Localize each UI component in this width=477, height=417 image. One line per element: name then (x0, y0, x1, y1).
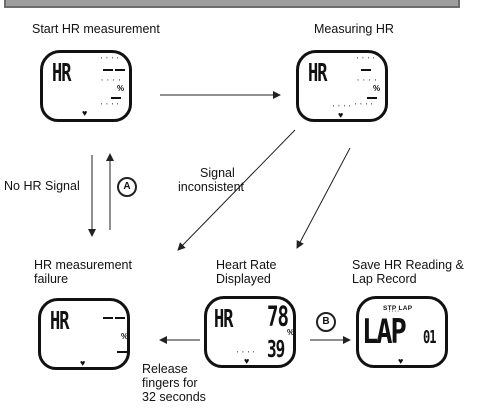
arrow-measuring-to-failure (177, 129, 296, 251)
blink-marks-top: ' ' ' ' (101, 57, 120, 64)
heart-icon: ♥ (82, 108, 88, 118)
screen-measuring: HR ' ' ' ' , , , , % ' ' ' ' ' ' ' ' ♥ (296, 50, 388, 122)
dash-segment (111, 97, 121, 99)
header-bar (4, 0, 460, 8)
pulse-marks: ' ' ' ' (333, 105, 352, 112)
label-release-1: Release (142, 362, 188, 376)
badge-b: B (316, 312, 336, 332)
label-inconsistent-2: inconsistent (178, 180, 245, 194)
label-no-signal: No HR Signal (4, 179, 80, 193)
percent-sign: % (117, 84, 125, 93)
heart-icon: ♥ (244, 356, 250, 366)
label-save-2: Lap Record (352, 272, 417, 286)
blink-marks-mid: , , , , (357, 75, 378, 82)
stp-lap-header: STP LAP (383, 305, 413, 312)
hr-indicator: HR (50, 307, 70, 336)
blink-marks-mid: , , , , (101, 75, 122, 82)
label-release-2: fingers for (142, 376, 198, 390)
header-marks: ' ' ' ' (389, 311, 399, 317)
heart-rate-value: 78 (267, 301, 289, 333)
lap-text: LAP (362, 313, 407, 352)
dash-segment (103, 69, 113, 71)
heart-icon: ♥ (398, 356, 404, 366)
arrow-measuring-to-displayed (296, 147, 351, 249)
percent-sign: % (373, 84, 381, 93)
dash-segment (367, 97, 377, 99)
label-inconsistent-1: Signal (200, 166, 235, 180)
screen-failure: HR % ♥ (38, 298, 130, 370)
dash-segment (115, 317, 125, 319)
screen-start: HR ' ' ' ' , , , , % ' ' ' ' ♥ (40, 50, 132, 122)
label-failure-2: failure (34, 272, 69, 286)
blink-marks-bottom: ' ' ' ' (101, 103, 120, 110)
badge-a: A (117, 177, 137, 197)
label-displayed-2: Displayed (216, 272, 271, 286)
dash-segment (117, 351, 127, 353)
label-release-3: 32 seconds (142, 390, 206, 404)
hr-indicator: HR (308, 59, 328, 88)
blink-marks-top: ' ' ' ' (357, 57, 376, 64)
label-displayed-1: Heart Rate (216, 258, 277, 272)
percent-sign: % (287, 328, 295, 337)
label-save-1: Save HR Reading & (352, 258, 464, 272)
heart-icon: ♥ (80, 358, 86, 368)
lap-number: 01 (423, 327, 436, 348)
dash-segment (361, 69, 371, 71)
screen-displayed: HR 78 % 39 ' ' ' ' ♥ (204, 296, 296, 368)
heart-icon: ♥ (338, 110, 344, 120)
blink-marks-bottom: ' ' ' ' (355, 103, 374, 110)
dash-segment (103, 317, 113, 319)
screen-save: STP LAP ' ' ' ' LAP 01 ♥ (356, 296, 448, 368)
label-failure-1: HR measurement (34, 258, 132, 272)
pulse-marks: ' ' ' ' (237, 351, 256, 358)
label-start: Start HR measurement (32, 22, 160, 36)
percent-sign: % (121, 332, 129, 341)
label-measuring: Measuring HR (314, 22, 394, 36)
dash-segment (115, 69, 125, 71)
percent-value: 39 (267, 335, 285, 363)
hr-indicator: HR (214, 305, 234, 334)
hr-indicator: HR (52, 59, 72, 88)
